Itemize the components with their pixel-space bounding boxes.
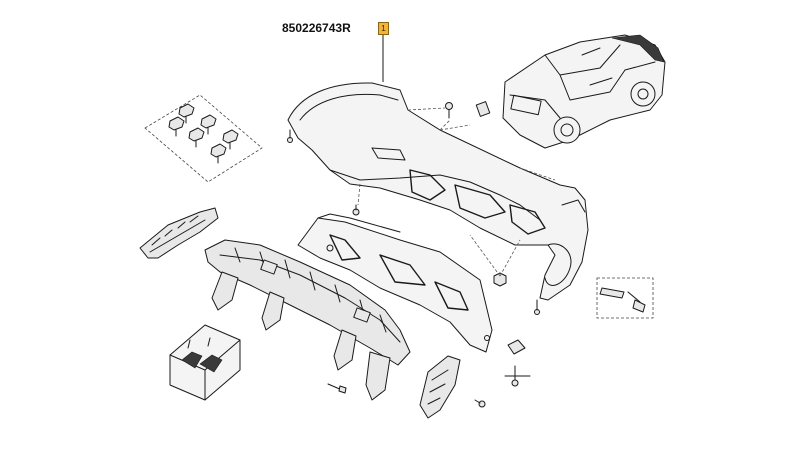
- nut-icon: [493, 272, 507, 287]
- bumper-energy-absorber[interactable]: [204, 239, 411, 401]
- bolt-icon: [327, 383, 347, 394]
- fastener-clip-icon: [507, 339, 526, 355]
- push-clip-icon: [178, 103, 195, 124]
- side-bracket-right-lower[interactable]: [419, 355, 461, 419]
- callout-marker[interactable]: 1: [378, 22, 389, 35]
- screw-icon: [445, 102, 453, 119]
- screw-icon: [287, 129, 293, 143]
- clip-kit-box[interactable]: [169, 324, 241, 401]
- screw-icon: [474, 399, 486, 408]
- part-number-label: 850226743R: [282, 21, 351, 35]
- push-clip-icon: [210, 143, 227, 164]
- reflector-icon: [599, 287, 625, 299]
- reflector-detail-group[interactable]: [596, 277, 654, 319]
- clip-icon: [627, 291, 646, 313]
- rear-lower-valance[interactable]: [297, 213, 493, 353]
- clip-set-group[interactable]: [144, 94, 263, 183]
- push-clip-icon: [200, 114, 217, 135]
- push-clip-icon: [222, 129, 239, 150]
- push-clip-icon: [188, 127, 205, 148]
- vehicle-location-thumbnail: [502, 34, 666, 149]
- rivet-clip-icon: [475, 101, 491, 117]
- screw-icon: [352, 204, 360, 216]
- push-clip-icon: [168, 116, 185, 137]
- rear-bumper-cover[interactable]: [287, 82, 589, 301]
- screw-icon: [504, 365, 531, 387]
- bumper-side-bracket[interactable]: [139, 207, 219, 259]
- screw-icon: [534, 299, 540, 315]
